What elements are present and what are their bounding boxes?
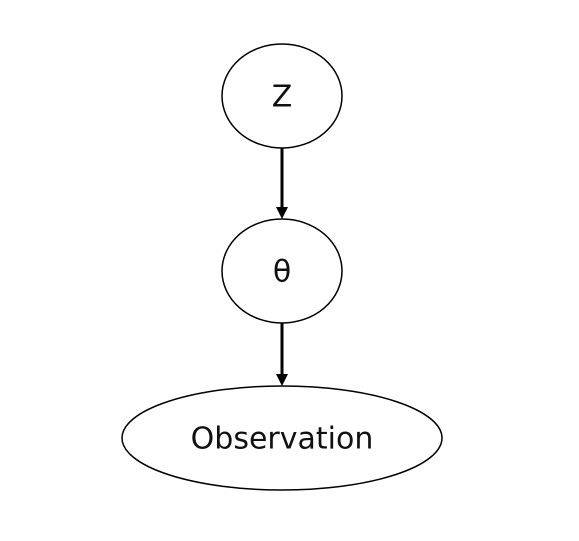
node-observation-label: Observation: [191, 422, 374, 457]
node-theta-label: θ: [273, 255, 291, 290]
edge-z-to-theta: [276, 148, 288, 219]
node-theta: θ: [221, 218, 343, 324]
edge-z-to-theta-arrowhead: [276, 207, 288, 219]
node-observation: Observation: [121, 385, 443, 491]
edge-theta-to-observation: [276, 323, 288, 386]
node-z-label: Z: [272, 80, 293, 115]
node-observation-ellipse: [121, 385, 443, 491]
node-z: Z: [221, 43, 343, 149]
edge-theta-to-observation-arrowhead: [276, 374, 288, 386]
